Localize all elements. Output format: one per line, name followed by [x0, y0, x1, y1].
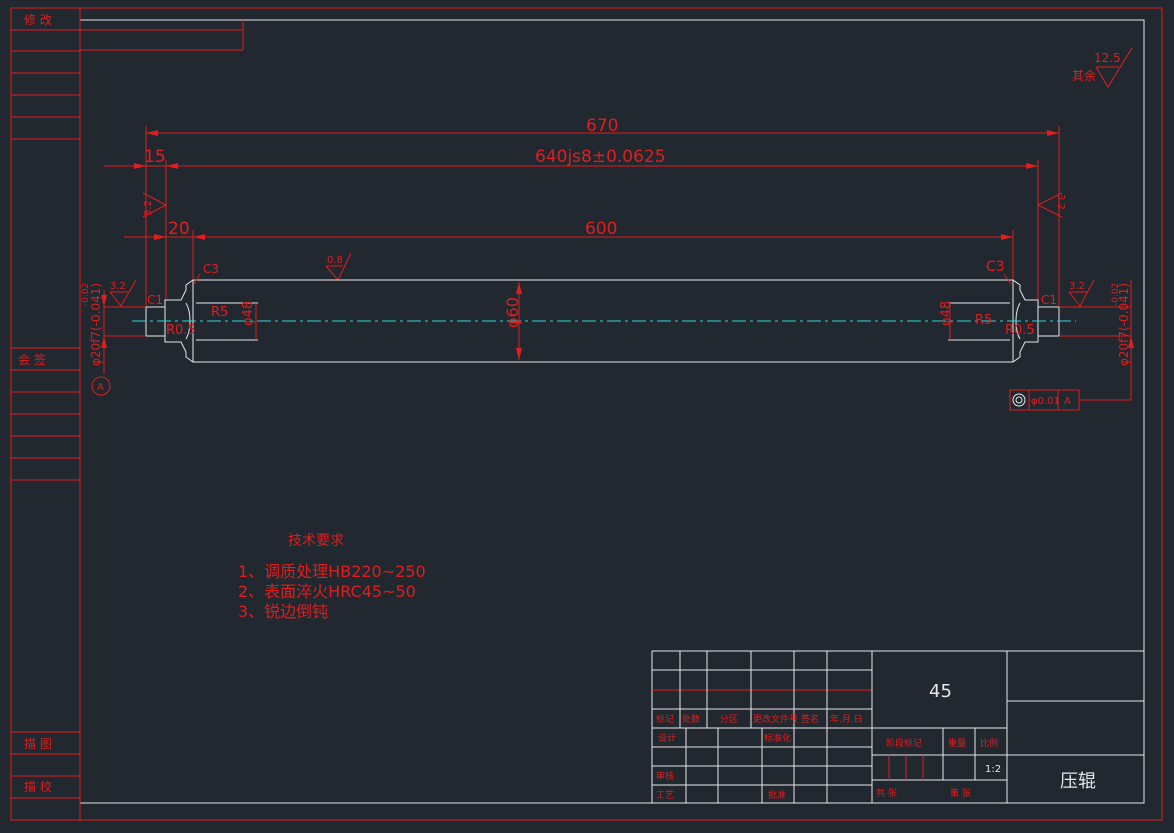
svg-text:-0.02: -0.02	[1111, 283, 1121, 306]
roughness-left-shoulder: 3.2	[142, 192, 168, 218]
scale-value: 1:2	[985, 764, 1001, 775]
left-revision-strip	[10, 7, 244, 821]
weight-label: 重量	[948, 737, 966, 749]
svg-text:3.2: 3.2	[1055, 194, 1066, 210]
roughness-right-shoulder: 3.2	[1036, 192, 1066, 218]
tracing-label: 描 图	[24, 737, 52, 751]
roughness-other: 12.5 其余	[1072, 47, 1133, 88]
svg-text:A: A	[1064, 396, 1071, 407]
svg-text:0.8: 0.8	[327, 255, 343, 266]
dim-shaft-left: φ20f7(-0.041) -0.02 A	[81, 283, 146, 396]
svg-text:φ60: φ60	[503, 297, 522, 328]
r05-left-label: R0.5	[166, 323, 196, 338]
svg-text:φ48: φ48	[241, 301, 256, 326]
r5-left-label: R5	[211, 305, 228, 320]
datum-label: A	[97, 382, 104, 393]
tech-req-item: 2、表面淬火HRC45~50	[238, 582, 416, 601]
dim-body-diameter: φ60	[503, 282, 522, 360]
header-zone: 分区	[720, 714, 738, 725]
dim-neck-left: φ48	[241, 301, 257, 340]
header-count: 处数	[682, 713, 700, 725]
c3-right-label: C3	[986, 259, 1005, 275]
svg-text:φ20f7(-0.041): φ20f7(-0.041)	[1117, 283, 1131, 366]
inner-frame	[79, 19, 1145, 804]
r05-right-label: R0.5	[1005, 323, 1035, 338]
header-signature: 签名	[801, 713, 819, 725]
svg-text:670: 670	[586, 116, 618, 136]
dim-overall: 670	[145, 116, 1060, 310]
tech-req-item: 3、锐边倒钝	[238, 602, 328, 621]
c3-left-label: C3	[203, 262, 219, 276]
tolerance-frame: φ0.01 A	[1009, 389, 1131, 411]
svg-text:3.2: 3.2	[143, 200, 154, 216]
tech-req-item: 1、调质处理HB220~250	[238, 562, 426, 581]
ratio-label: 比例	[980, 737, 998, 749]
svg-text:640js8±0.0625: 640js8±0.0625	[535, 147, 666, 167]
svg-text:φ20f7(-0.041): φ20f7(-0.041)	[89, 283, 103, 366]
c1-left-label: C1	[147, 293, 163, 307]
row-standardize: 标准化	[764, 732, 791, 744]
modify-label: 修 改	[24, 12, 52, 27]
tech-req-title: 技术要求	[288, 533, 344, 549]
svg-text:12.5: 12.5	[1094, 51, 1121, 65]
material-label: 45	[929, 681, 952, 702]
stage-mark-label: 阶段标记	[886, 737, 922, 749]
header-mark: 标记	[656, 713, 674, 725]
roughness-right-shaft: 3.2	[1068, 279, 1095, 307]
dim-neck-right: φ48	[939, 301, 954, 340]
dim-body-length: 600 20	[124, 219, 1014, 285]
r5-right-label: R5	[975, 313, 992, 328]
roughness-left-shaft: 3.2	[109, 279, 137, 307]
roughness-body: 0.8	[325, 252, 352, 281]
title-block	[651, 650, 1144, 803]
row-review: 审核	[656, 770, 674, 782]
dim-journal-span: 640js8±0.0625 15	[104, 147, 1039, 300]
svg-text:3.2: 3.2	[1069, 281, 1085, 292]
check-label: 描 校	[24, 779, 52, 794]
svg-text:其余: 其余	[1072, 68, 1096, 83]
svg-text:-0.02: -0.02	[81, 283, 91, 306]
row-process: 工艺	[656, 790, 674, 801]
total-sheets: 共 张	[876, 788, 897, 799]
header-change-doc: 更改文件号	[753, 713, 798, 725]
svg-text:20: 20	[168, 219, 190, 239]
row-approve: 批准	[768, 789, 786, 801]
countersign-label: 会 签	[18, 352, 46, 367]
row-design: 设计	[658, 732, 676, 744]
dim-shaft-right: φ20f7(-0.041) -0.02	[1059, 280, 1134, 400]
c1-right-label: C1	[1041, 293, 1057, 307]
header-date: 年.月.日	[830, 713, 863, 725]
part-name: 压辊	[1060, 771, 1096, 792]
svg-text:φ0.01: φ0.01	[1031, 396, 1060, 407]
svg-text:15: 15	[144, 147, 166, 167]
sheet-number: 第 张	[950, 787, 971, 799]
svg-text:600: 600	[585, 219, 617, 239]
svg-text:3.2: 3.2	[110, 281, 126, 292]
svg-text:φ48: φ48	[939, 301, 954, 326]
